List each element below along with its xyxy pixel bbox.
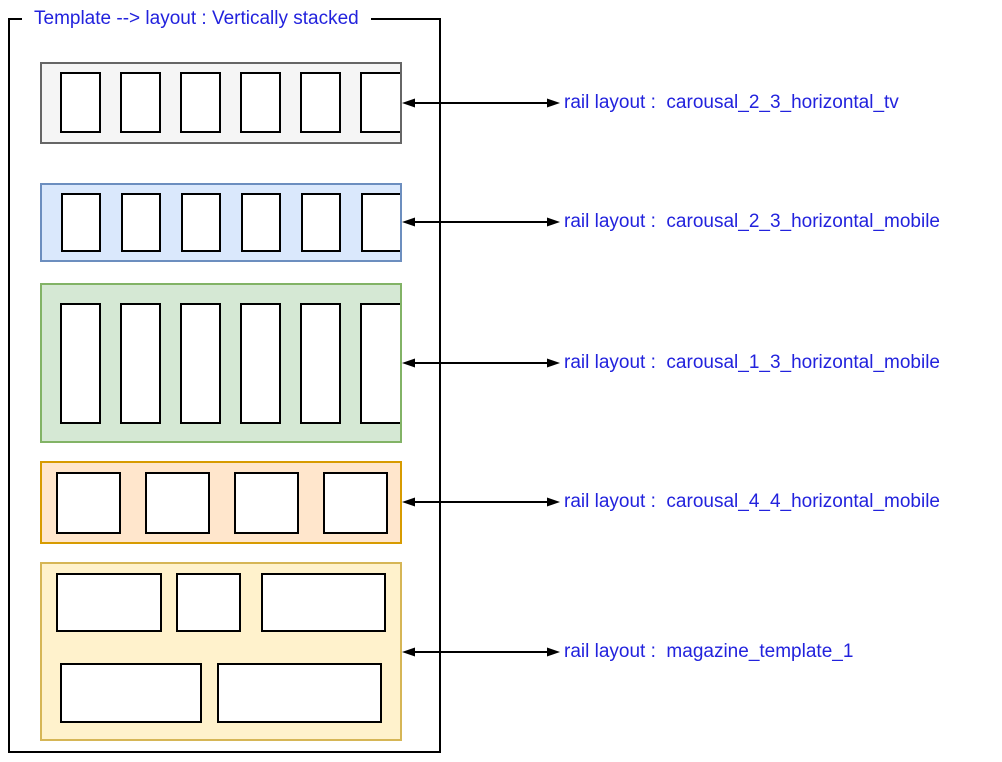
card-placeholder bbox=[121, 193, 161, 252]
card-placeholder bbox=[56, 573, 162, 632]
card-placeholder bbox=[234, 472, 299, 534]
rail-label-magazine-template-1: rail layout : magazine_template_1 bbox=[564, 641, 854, 662]
card-placeholder bbox=[176, 573, 241, 632]
card-placeholder bbox=[120, 303, 161, 424]
card-placeholder bbox=[240, 303, 281, 424]
card-placeholder bbox=[361, 193, 400, 252]
card-placeholder bbox=[261, 573, 386, 632]
double-arrow-icon bbox=[402, 358, 560, 368]
card-placeholder bbox=[360, 303, 400, 424]
card-placeholder bbox=[300, 72, 341, 133]
double-arrow-icon bbox=[402, 497, 560, 507]
card-placeholder bbox=[60, 663, 202, 723]
rail-label-carousal-2-3-horizontal-mobile: rail layout : carousal_2_3_horizontal_mo… bbox=[564, 211, 941, 232]
card-placeholder bbox=[61, 193, 101, 252]
card-placeholder bbox=[56, 472, 121, 534]
card-placeholder bbox=[323, 472, 388, 534]
card-placeholder bbox=[300, 303, 341, 424]
card-placeholder bbox=[60, 303, 101, 424]
card-placeholder bbox=[181, 193, 221, 252]
card-placeholder bbox=[301, 193, 341, 252]
card-placeholder bbox=[240, 72, 281, 133]
card-placeholder bbox=[241, 193, 281, 252]
card-placeholder bbox=[120, 72, 161, 133]
rail-carousal-4-4-horizontal-mobile bbox=[40, 461, 402, 544]
card-placeholder bbox=[217, 663, 382, 723]
card-placeholder bbox=[360, 72, 400, 133]
card-placeholder bbox=[180, 72, 221, 133]
rail-label-carousal-2-3-horizontal-tv: rail layout : carousal_2_3_horizontal_tv bbox=[564, 92, 899, 113]
rail-label-carousal-1-3-horizontal-mobile: rail layout : carousal_1_3_horizontal_mo… bbox=[564, 352, 941, 373]
double-arrow-icon bbox=[402, 647, 560, 657]
rail-label-carousal-4-4-horizontal-mobile: rail layout : carousal_4_4_horizontal_mo… bbox=[564, 491, 941, 512]
rail-carousal-2-3-horizontal-tv bbox=[40, 62, 402, 144]
rail-carousal-2-3-horizontal-mobile bbox=[40, 183, 402, 262]
template-title: Template --> layout : Vertically stacked bbox=[22, 7, 371, 31]
card-placeholder bbox=[145, 472, 210, 534]
rail-magazine-template-1 bbox=[40, 562, 402, 741]
double-arrow-icon bbox=[402, 217, 560, 227]
double-arrow-icon bbox=[402, 98, 560, 108]
card-placeholder bbox=[180, 303, 221, 424]
card-placeholder bbox=[60, 72, 101, 133]
rail-carousal-1-3-horizontal-mobile bbox=[40, 283, 402, 443]
